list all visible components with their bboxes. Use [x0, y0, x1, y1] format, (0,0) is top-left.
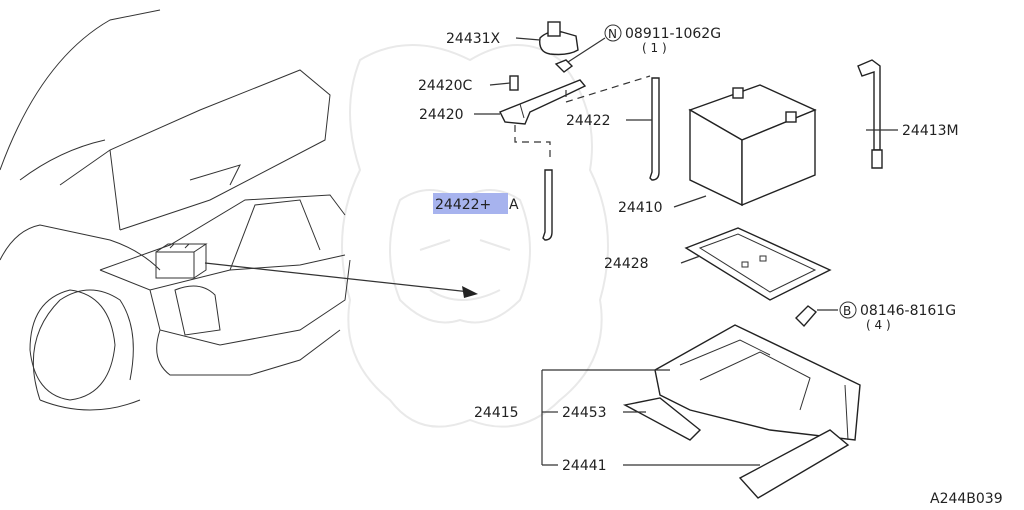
mount-bolt — [795, 305, 818, 328]
highlight-box — [433, 193, 508, 214]
location-arrow-head — [462, 286, 478, 298]
part-label-24410: 24410 — [618, 200, 663, 216]
part-label-24420: 24420 — [419, 107, 464, 123]
fastener-n-qty: ( 1 ) — [642, 41, 667, 55]
battery-support — [622, 324, 861, 499]
battery-tray — [684, 227, 832, 301]
fastener-b-number: 08146-8161G — [860, 303, 956, 319]
fastener-b-circle — [839, 301, 857, 319]
drawing-code: A244B039 — [930, 491, 1003, 507]
fastener-n-circle — [604, 24, 622, 42]
part-label-24431x: 24431X — [446, 31, 501, 47]
fastener-n-number: 08911-1062G — [625, 26, 721, 42]
location-arrow — [204, 262, 471, 293]
part-label-24415: 24415 — [474, 405, 519, 421]
fastener-b-prefix: B — [843, 304, 851, 318]
leader-lines — [474, 37, 898, 466]
fastener-n-prefix: N — [608, 27, 617, 41]
part-label-24422: 24422 — [566, 113, 611, 129]
part-label-24413m: 24413M — [902, 123, 959, 139]
part-label-24420c: 24420C — [418, 78, 473, 94]
part-label-24441: 24441 — [562, 458, 607, 474]
part-label-suffix-a: A — [509, 197, 519, 213]
car-trunk-illustration — [0, 9, 351, 411]
hold-down-assembly — [499, 21, 660, 241]
part-label-24453: 24453 — [562, 405, 607, 421]
vent-tube — [857, 59, 883, 169]
battery — [688, 84, 817, 207]
part-label-24428: 24428 — [604, 256, 649, 272]
fastener-b-qty: ( 4 ) — [866, 318, 891, 332]
part-label-24422-plus: 24422+ — [435, 197, 491, 213]
